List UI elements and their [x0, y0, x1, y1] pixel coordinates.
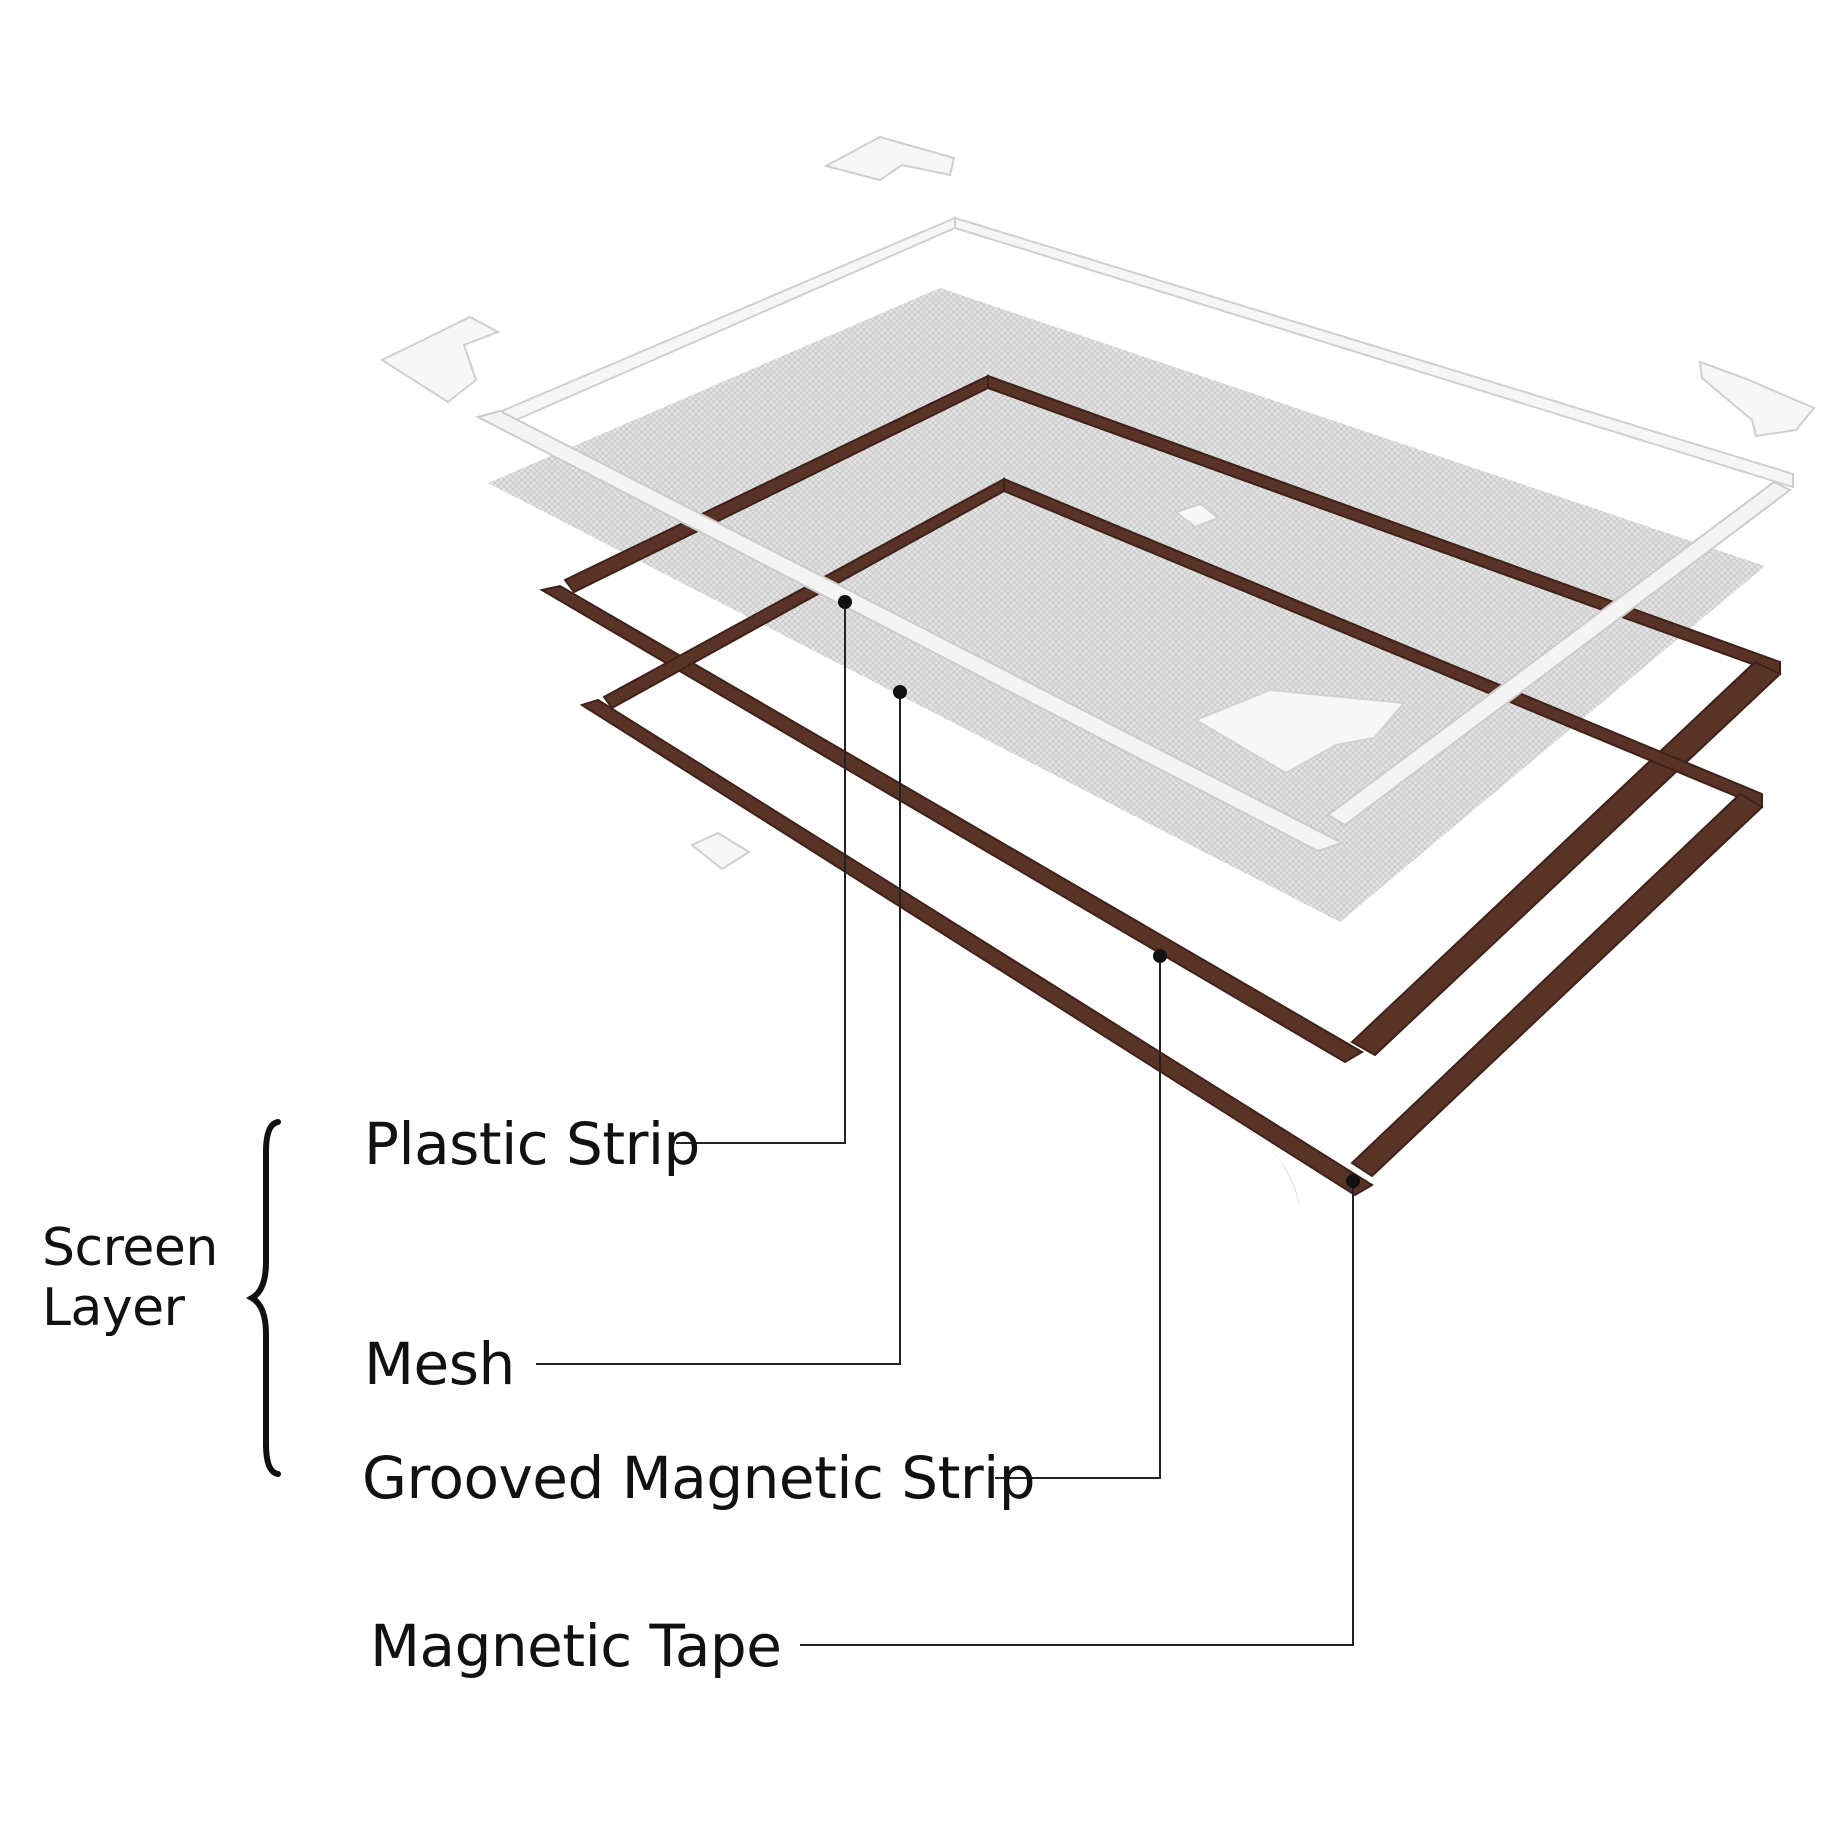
leader-lines — [536, 602, 1354, 1646]
label-magnetic-tape: Magnetic Tape — [370, 1612, 782, 1680]
corner-connectors — [379, 135, 1816, 871]
magnetic-tape-frame — [579, 477, 1764, 1210]
group-label-line2: Layer — [42, 1278, 185, 1338]
leader-line-plastic-strip — [676, 602, 846, 1144]
leader-line-grooved-magnetic-strip — [995, 956, 1161, 1479]
group-label: Screen Layer — [42, 1218, 218, 1338]
leader-line-mesh — [536, 692, 901, 1365]
group-label-line1: Screen — [42, 1218, 218, 1278]
label-plastic-strip: Plastic Strip — [364, 1110, 700, 1178]
label-grooved-magnetic-strip: Grooved Magnetic Strip — [362, 1444, 1036, 1512]
dot-magnetic-tape — [1346, 1174, 1360, 1188]
mesh-sheet — [488, 288, 1765, 922]
plastic-frame-back — [500, 216, 1794, 489]
leader-line-magnetic-tape — [800, 1181, 1354, 1646]
dot-mesh — [893, 685, 907, 699]
plastic-frame-front — [475, 409, 1792, 853]
label-mesh: Mesh — [364, 1330, 515, 1398]
leader-dots — [838, 595, 1360, 1188]
dot-plastic-strip — [838, 595, 852, 609]
group-brace — [245, 1119, 281, 1477]
dot-grooved-magnetic-strip — [1153, 949, 1167, 963]
